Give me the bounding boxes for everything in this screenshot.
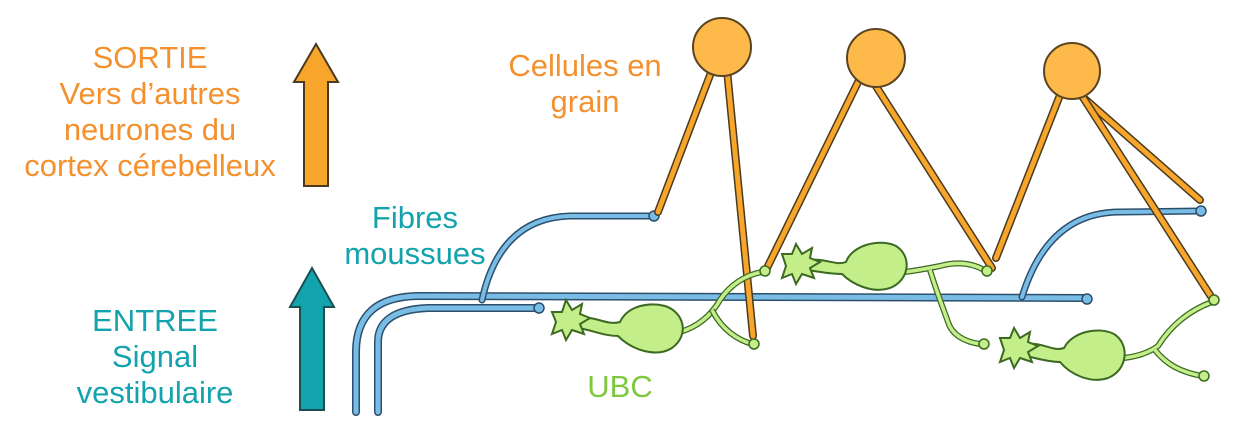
mossy-fiber-branch-2 <box>1018 207 1204 301</box>
granule-cell-body <box>846 28 906 88</box>
output-label: SORTIE Vers d’autres neurones du cortex … <box>0 40 300 184</box>
granule-cells-label: Cellules en grain <box>480 48 690 120</box>
ubc-cell <box>978 294 1220 382</box>
mossy-fiber-terminal <box>1081 293 1093 305</box>
output-label-line: SORTIE <box>92 40 208 75</box>
granule-cell-body <box>1043 42 1101 100</box>
ubc-label: UBC <box>587 369 653 404</box>
input-label-line: Signal <box>111 339 199 374</box>
mossy-fiber-inner <box>374 304 542 416</box>
ubc-cell <box>780 241 993 347</box>
mossy-fibers-label: Fibres moussues <box>330 200 500 272</box>
output-label-line: neurones du <box>63 112 237 147</box>
ubc-cell <box>550 265 771 354</box>
output-arrow <box>292 42 340 187</box>
granule-cells-label-line: Cellules en <box>508 48 662 83</box>
input-label-line: vestibulaire <box>76 375 234 410</box>
granule-axons <box>654 66 1216 340</box>
mossy-fibers-label-line: Fibres <box>371 200 459 235</box>
input-label-line: ENTREE <box>92 303 218 338</box>
mossy-fiber-terminal <box>1195 205 1207 217</box>
granule-cell-body <box>692 17 752 77</box>
mossy-fiber-branch-1 <box>478 212 658 304</box>
mossy-fibers-label-line: moussues <box>344 236 486 271</box>
mossy-fibers <box>352 205 1207 416</box>
granule-cells <box>692 17 1101 100</box>
input-arrow <box>288 265 336 411</box>
input-label: ENTREE Signal vestibulaire <box>30 303 280 411</box>
mossy-fiber-outer <box>352 291 1089 416</box>
mossy-fiber-terminal <box>533 302 545 314</box>
output-label-line: cortex cérebelleux <box>24 148 276 183</box>
granule-cells-label-line: grain <box>550 84 620 119</box>
output-label-line: Vers d’autres <box>59 76 241 111</box>
